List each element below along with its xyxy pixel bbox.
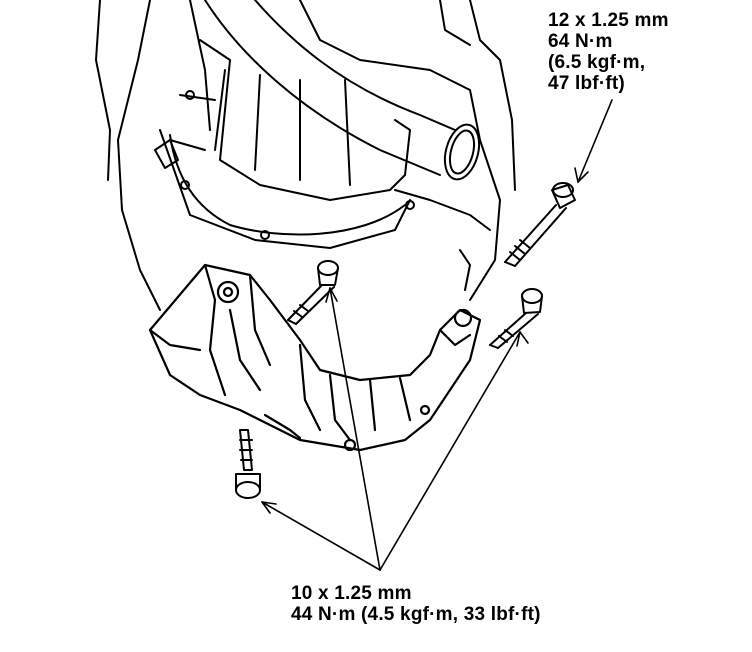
upper-bolt-torque-nm: 64 N·m [548, 31, 613, 52]
upper-bolt-size: 12 x 1.25 mm [548, 10, 669, 31]
upper-bolt-torque-lbf: 47 lbf·ft) [548, 73, 625, 94]
lower-bolts-spec: 10 x 1.25 mm 44 N·m (4.5 kgf·m, 33 lbf·f… [291, 583, 541, 625]
stiffener-bracket [148, 263, 482, 452]
engine-block [95, 0, 516, 311]
oil-pan [169, 39, 411, 201]
bolt-right [489, 288, 543, 349]
bolt-lower-left [235, 429, 261, 499]
exhaust-pipe [204, 0, 481, 181]
flange-ring [154, 90, 415, 249]
bolt-center [287, 260, 339, 325]
leader-lines [261, 99, 613, 571]
lower-bolts-torque: 44 N·m (4.5 kgf·m, 33 lbf·ft) [291, 604, 541, 625]
lower-bolts-size: 10 x 1.25 mm [291, 583, 412, 604]
bolt-upper-right [504, 182, 576, 267]
upper-bolt-spec: 12 x 1.25 mm 64 N·m (6.5 kgf·m, 47 lbf·f… [548, 10, 669, 94]
upper-bolt-torque-kgf: (6.5 kgf·m, [548, 52, 646, 73]
